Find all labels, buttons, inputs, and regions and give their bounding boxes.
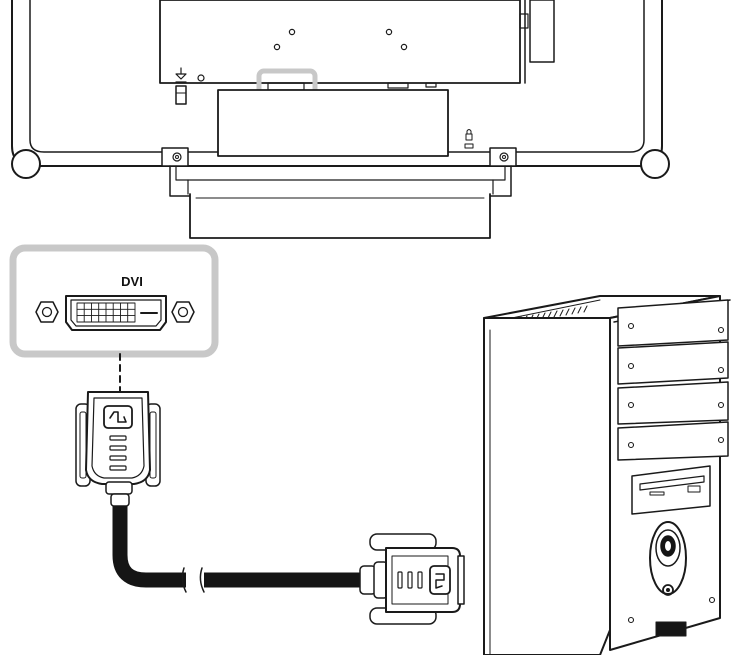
vga-d-sub-connector-icon [359,533,465,625]
kensington-lock-icon [464,129,474,149]
ground-symbol-icon [175,67,205,83]
computer-tower-icon [483,295,731,656]
dvi-connector-icon [75,391,161,507]
dvi-port-icon [9,244,219,358]
dvi-port-label: DVI [121,274,143,289]
cable [112,506,362,593]
monitor-rear-panel-icon [11,0,670,239]
